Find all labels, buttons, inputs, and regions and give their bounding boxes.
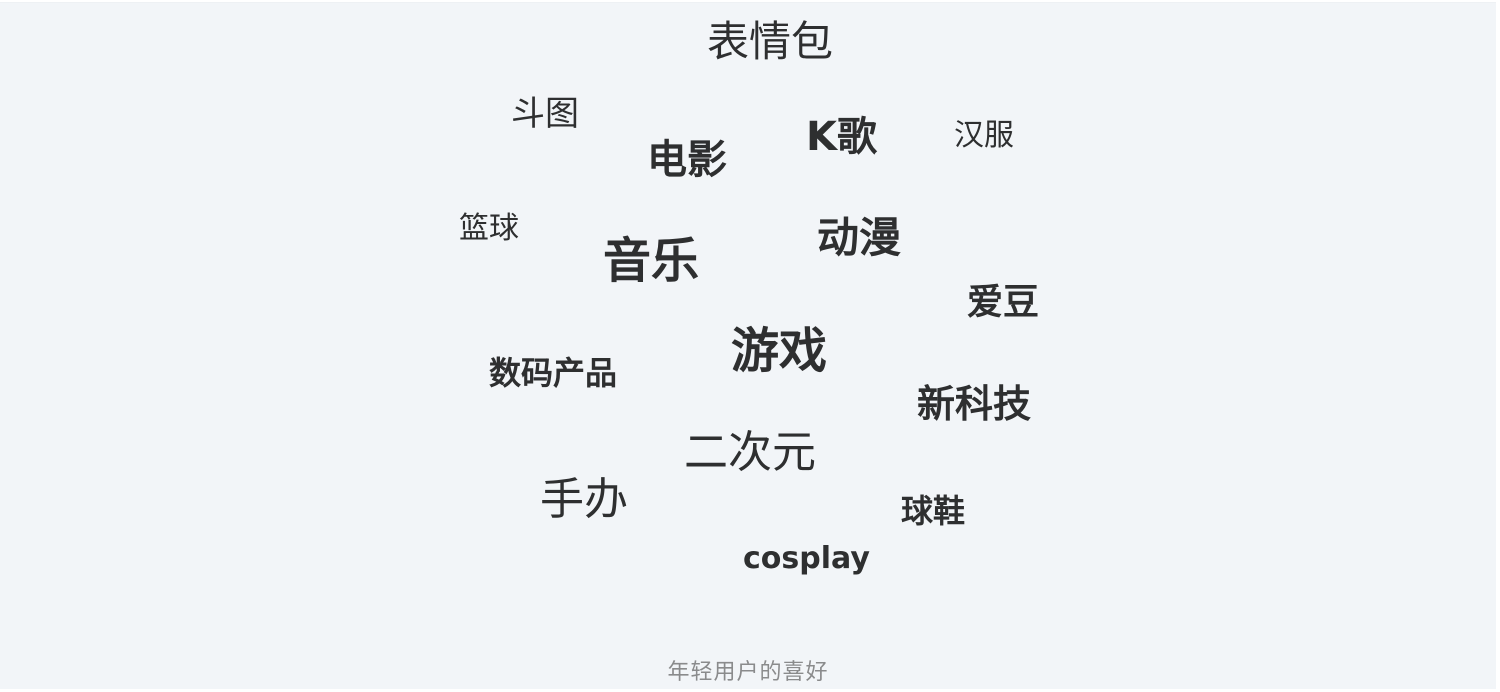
word-dongman[interactable]: 动漫: [817, 213, 902, 262]
word-lanqiu[interactable]: 篮球: [459, 211, 519, 246]
word-doutu[interactable]: 斗图: [511, 94, 579, 134]
word-kge[interactable]: K歌: [806, 114, 877, 160]
word-xinkeji[interactable]: 新科技: [917, 382, 1032, 426]
word-cloud-caption: 年轻用户的喜好: [667, 660, 829, 685]
word-shouban[interactable]: 手办: [540, 474, 628, 525]
word-aidou[interactable]: 爱豆: [967, 282, 1040, 323]
word-biaoqingbao[interactable]: 表情包: [707, 17, 834, 66]
word-dianying[interactable]: 电影: [647, 137, 727, 183]
word-youxi[interactable]: 游戏: [731, 323, 828, 379]
word-hanfu[interactable]: 汉服: [954, 118, 1014, 153]
word-cosplay[interactable]: cosplay: [743, 541, 870, 576]
word-qiuxie[interactable]: 球鞋: [901, 492, 966, 530]
word-shumachanpin[interactable]: 数码产品: [489, 354, 618, 392]
word-yinyue[interactable]: 音乐: [603, 233, 700, 289]
word-erciyuan[interactable]: 二次元: [684, 427, 816, 478]
